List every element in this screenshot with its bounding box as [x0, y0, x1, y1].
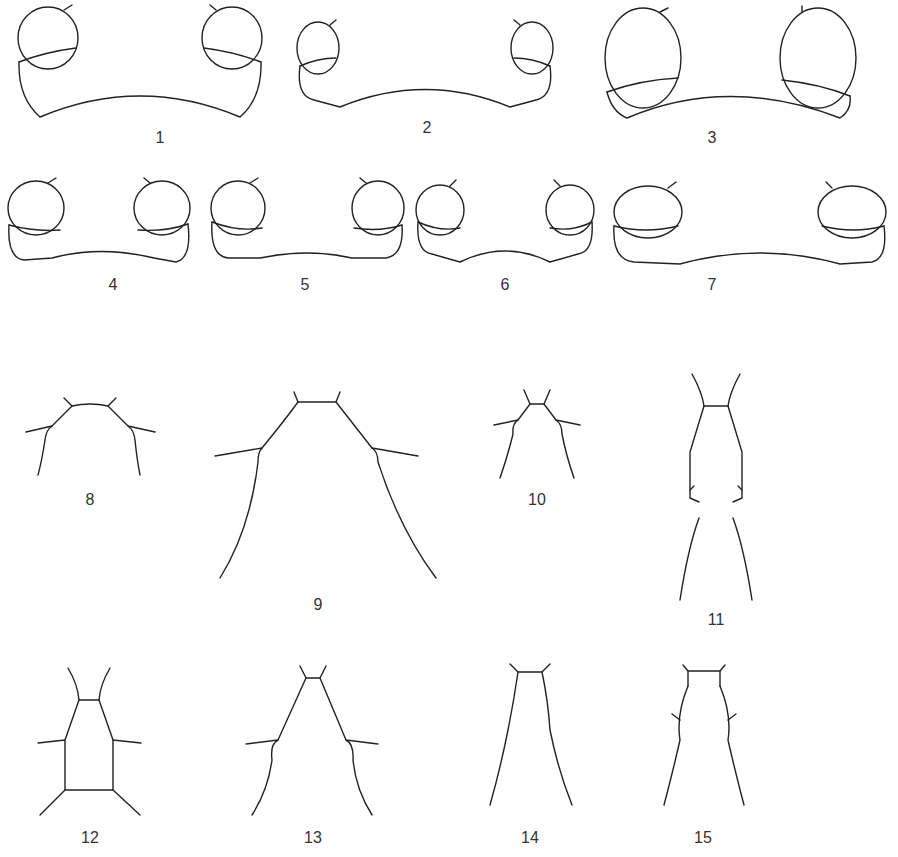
sternum-outline: [680, 374, 752, 600]
figure-number: 12: [81, 830, 99, 846]
sternum-outline: [246, 666, 378, 815]
sternum-outline: [664, 665, 744, 805]
sternum-outline: [38, 668, 141, 815]
figure-number: 15: [694, 830, 712, 846]
figure-number: 13: [304, 830, 322, 846]
figure-number: 4: [109, 277, 118, 293]
figure-number: 5: [301, 277, 310, 293]
figure-number: 11: [708, 612, 725, 628]
figure-number: 3: [708, 130, 717, 146]
head-outline: [297, 20, 553, 107]
head-outline: [416, 180, 594, 262]
figure-number: 9: [314, 597, 323, 613]
head-outline: [211, 178, 404, 258]
figure-number: 8: [86, 492, 95, 508]
figure-number: 14: [521, 830, 539, 846]
head-outline: [614, 182, 886, 264]
head-outline: [8, 178, 190, 262]
head-outline: [605, 6, 856, 118]
sternum-outline: [26, 398, 155, 475]
head-outline: [18, 5, 262, 117]
figure-number: 10: [528, 492, 546, 508]
sternum-outline: [494, 390, 580, 478]
sternum-outline: [490, 664, 572, 805]
figure-number: 1: [156, 130, 165, 146]
figure-number: 6: [501, 277, 510, 293]
sternum-outline: [215, 392, 436, 578]
figure-number: 2: [423, 120, 432, 136]
figure-number: 7: [708, 277, 717, 293]
